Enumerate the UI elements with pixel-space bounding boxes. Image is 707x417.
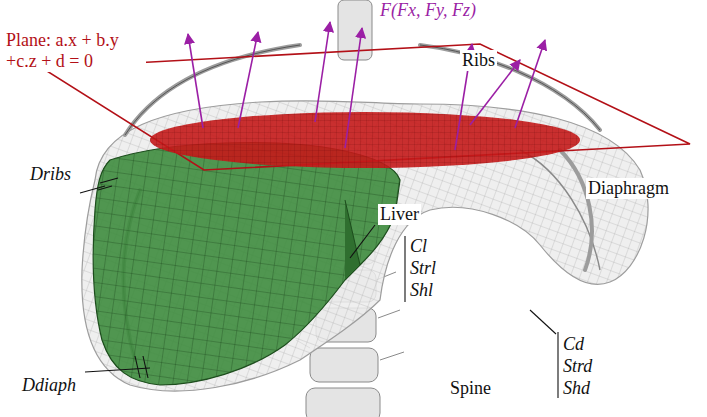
parameter-label: Strl — [408, 258, 438, 279]
parameter-label: Cd — [561, 334, 586, 355]
part-name: Diaphragm — [586, 178, 671, 199]
part-name: Liver — [378, 204, 421, 225]
part-name: Ribs — [460, 50, 497, 71]
parameter-label: Strd — [561, 356, 594, 377]
force-label: F(Fx, Fy, Fz) — [378, 0, 478, 21]
distance-label: Ddiaph — [20, 375, 78, 396]
parameter-label: Cl — [408, 236, 429, 257]
distance-label: Dribs — [28, 164, 73, 185]
part-name: Spine — [448, 378, 493, 399]
parameter-label: Shl — [408, 280, 435, 301]
plane-equation: Plane: a.x + b.y +c.z + d = 0 — [4, 30, 146, 72]
parameter-label: Shd — [561, 378, 592, 399]
